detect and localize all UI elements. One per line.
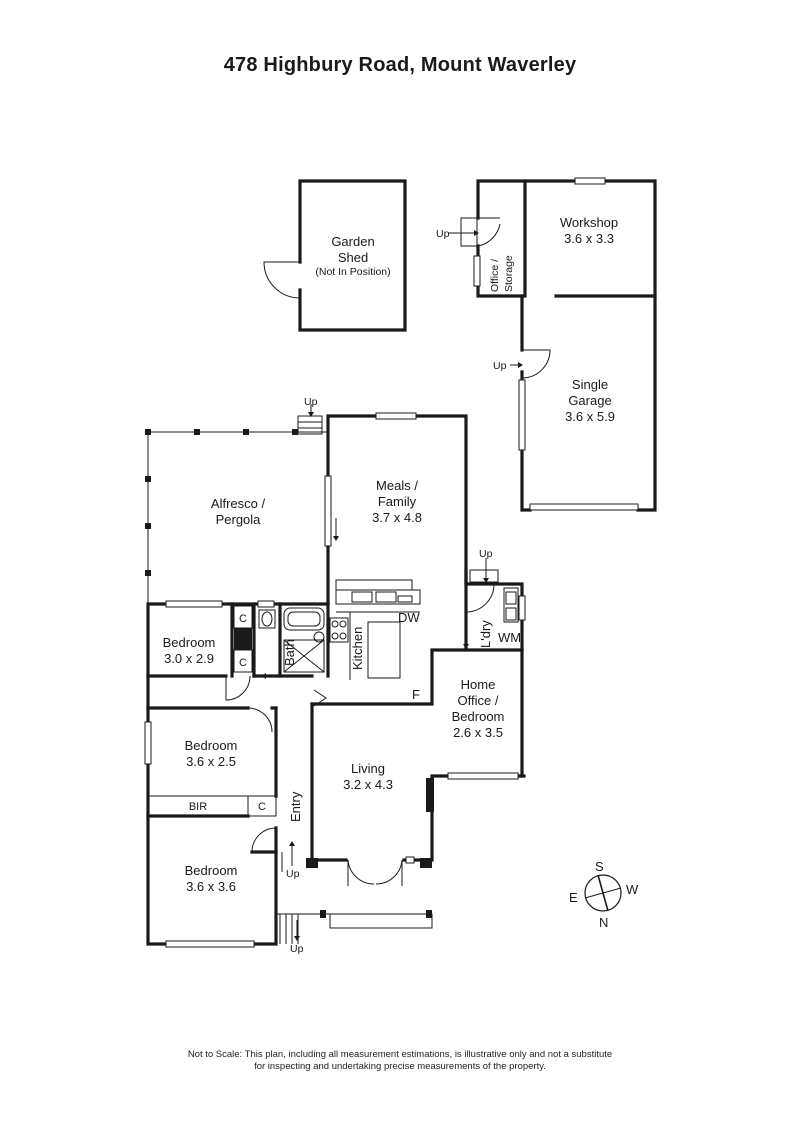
disclaimer-line-2: for inspecting and undertaking precise m… <box>254 1061 546 1072</box>
compass-west: W <box>626 882 639 897</box>
up-label-porch: Up <box>290 943 304 955</box>
bedroom2-size: 3.6 x 2.5 <box>186 754 236 769</box>
living-size: 3.2 x 4.3 <box>343 777 393 792</box>
meals-size: 3.7 x 4.8 <box>372 510 422 525</box>
up-label-office: Up <box>436 228 450 240</box>
compass: S W E N <box>569 859 639 930</box>
garage-size: 3.6 x 5.9 <box>565 409 615 424</box>
bedroom2-label: Bedroom <box>185 738 238 753</box>
dw-label: DW <box>398 610 420 625</box>
bedroom3-size: 3.6 x 3.6 <box>186 879 236 894</box>
garden-shed: Garden Shed (Not In Position) <box>263 179 407 332</box>
office-storage-label-2: Storage <box>503 255 515 292</box>
cupboard-label-3: C <box>258 801 266 813</box>
home-office-label-3: Bedroom <box>452 709 505 724</box>
up-label-alfresco: Up <box>304 396 318 408</box>
up-label-entry: Up <box>286 868 300 880</box>
workshop-size: 3.6 x 3.3 <box>564 231 614 246</box>
living-label: Living <box>351 761 385 776</box>
alfresco-label-2: Pergola <box>216 512 262 527</box>
outbuilding: Up Up Workshop 3.6 x 3.3 Office / Storag… <box>436 177 657 512</box>
bath-label: Bath <box>282 639 297 666</box>
kitchen-fixtures: Kitchen DW F <box>329 579 421 702</box>
laundry-label: L'dry <box>478 620 493 648</box>
garage-label-2: Garage <box>568 393 611 408</box>
bedroom1-label: Bedroom <box>163 635 216 650</box>
home-office-label-1: Home <box>461 677 496 692</box>
entry-label: Entry <box>288 791 303 822</box>
compass-north: N <box>599 915 608 930</box>
compass-south: S <box>595 859 604 874</box>
room-labels: Meals / Family 3.7 x 4.8 Bedroom 3.0 x 2… <box>163 478 505 894</box>
workshop-label: Workshop <box>560 215 618 230</box>
alfresco: Alfresco / Pergola Up <box>145 396 328 604</box>
home-office-size: 2.6 x 3.5 <box>453 725 503 740</box>
garage-label-1: Single <box>572 377 608 392</box>
compass-east: E <box>569 890 578 905</box>
cupboard-label-1: C <box>239 613 247 625</box>
bedroom1-size: 3.0 x 2.9 <box>164 651 214 666</box>
bedroom3-label: Bedroom <box>185 863 238 878</box>
cupboard-label-2: C <box>239 657 247 669</box>
bir-label: BIR <box>189 801 207 813</box>
meals-label-2: Family <box>378 494 417 509</box>
disclaimer: Not to Scale: This plan, including all m… <box>0 1049 800 1073</box>
meals-label-1: Meals / <box>376 478 418 493</box>
wm-label: WM <box>498 630 521 645</box>
plan-title: 478 Highbury Road, Mount Waverley <box>223 54 577 76</box>
kitchen-label: Kitchen <box>350 627 365 670</box>
office-storage-label-1: Office / <box>489 259 501 292</box>
disclaimer-line-1: Not to Scale: This plan, including all m… <box>187 1049 613 1060</box>
up-label-garage: Up <box>493 360 507 372</box>
home-office-label-2: Office / <box>458 693 499 708</box>
house-walls: Bath C C BIR C Up <box>144 412 526 955</box>
garden-shed-label-2: Shed <box>338 250 368 265</box>
alfresco-label-1: Alfresco / <box>211 496 266 511</box>
garden-shed-note: (Not In Position) <box>315 266 390 278</box>
up-label-laundry: Up <box>479 548 493 560</box>
garden-shed-label-1: Garden <box>331 234 374 249</box>
fridge-label: F <box>412 687 420 702</box>
